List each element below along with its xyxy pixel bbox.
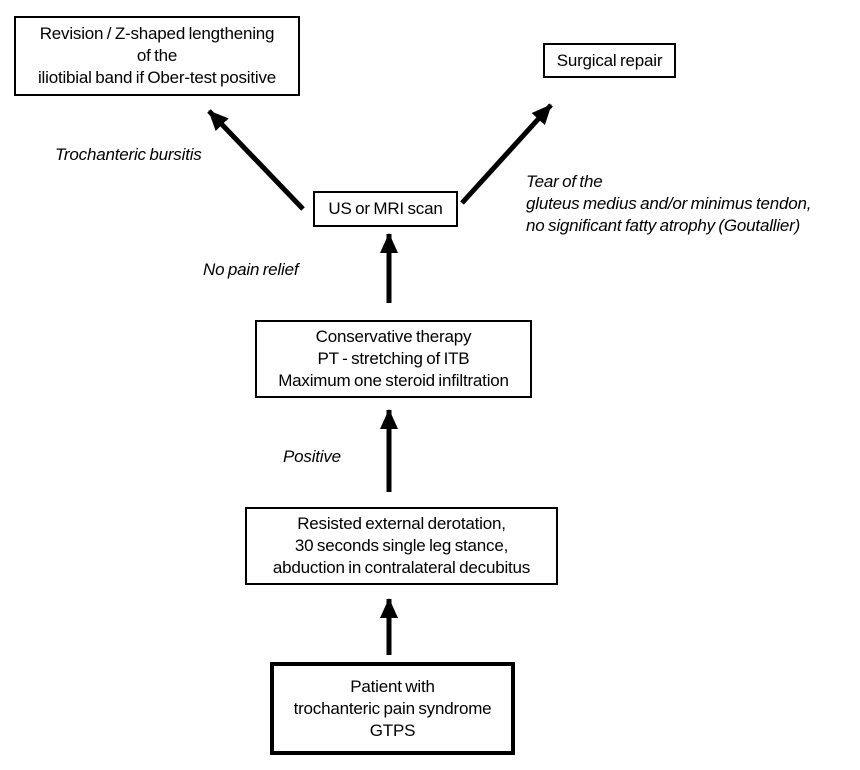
node-revision-lengthening: Revision / Z-shaped lengthening of the i… <box>14 16 300 96</box>
node-surgical-repair: Surgical repair <box>543 43 676 78</box>
node-us-or-mri-scan: US or MRI scan <box>313 191 458 227</box>
edge-label-line: no significant fatty atrophy (Goutallier… <box>526 216 801 235</box>
node-line: 30 seconds single leg stance, <box>294 536 509 555</box>
node-line: of the <box>136 46 178 65</box>
node-line: iliotibial band if Ober-test positive <box>37 68 277 87</box>
node-line: GTPS <box>369 720 416 740</box>
node-line: Resisted external derotation, <box>297 514 506 533</box>
edge-label-tendon-tear: Tear of the gluteus medius and/or minimu… <box>526 171 812 237</box>
arrow-scan-to-revision <box>207 109 305 211</box>
node-line: abduction in contralateral decubitus <box>272 558 531 577</box>
node-line: Revision / Z-shaped lengthening <box>39 24 275 43</box>
node-line: Surgical repair <box>556 50 663 70</box>
edge-label-no-pain-relief: No pain relief <box>203 260 299 279</box>
arrow-scan-to-surgical-repair <box>460 103 553 205</box>
node-conservative-therapy: Conservative therapy PT - stretching of … <box>255 320 532 398</box>
node-line: Maximum one steroid infiltration <box>278 371 509 390</box>
edge-label-line: gluteus medius and/or minimus tendon, <box>526 194 812 213</box>
edge-label-line: Tear of the <box>526 172 603 191</box>
node-line: Patient with <box>350 676 435 696</box>
node-line: PT - stretching of ITB <box>317 349 470 368</box>
node-line: Conservative therapy <box>315 327 472 346</box>
node-line: trochanteric pain syndrome <box>293 698 492 718</box>
node-clinical-tests: Resisted external derotation, 30 seconds… <box>245 507 558 585</box>
node-patient-gtps: Patient with trochanteric pain syndrome … <box>270 662 515 755</box>
node-line: US or MRI scan <box>328 199 443 218</box>
edge-label-positive: Positive <box>283 447 341 466</box>
edge-label-trochanteric-bursitis: Trochanteric bursitis <box>55 145 202 164</box>
